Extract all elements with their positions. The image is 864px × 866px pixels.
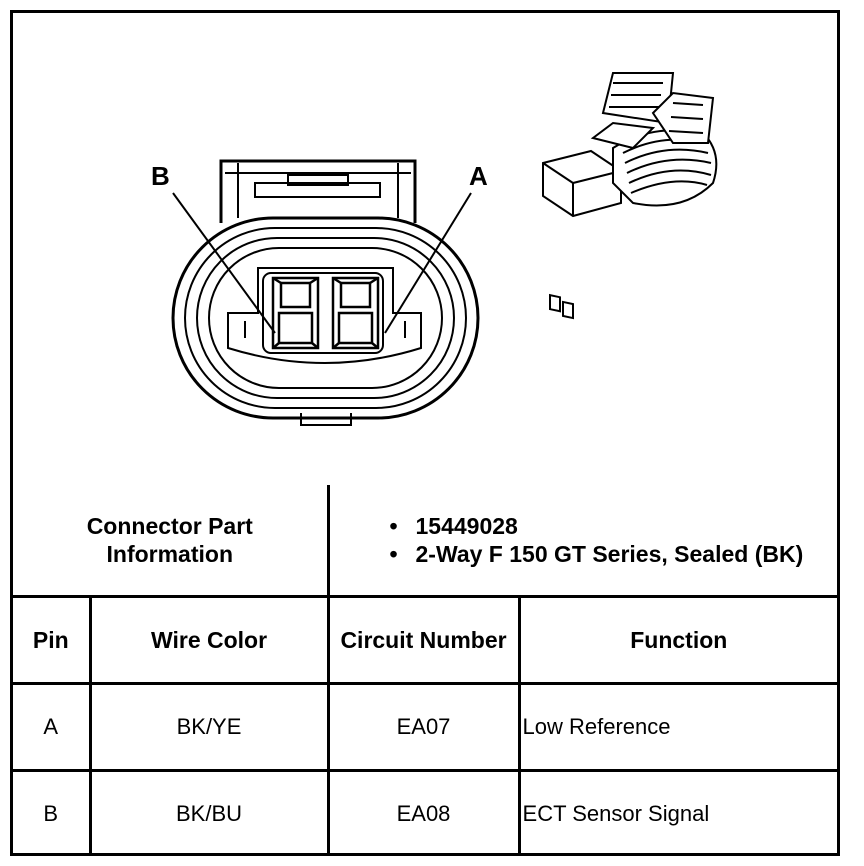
label-line-1: Connector Part bbox=[86, 513, 253, 539]
pin-cavity-b bbox=[271, 276, 320, 350]
table-header-row: Pin Wire Color Circuit Number Function bbox=[13, 595, 838, 685]
connector-part-info-row: Connector Part Information 15449028 2-Wa… bbox=[13, 485, 838, 598]
connector-drawing: B A bbox=[151, 72, 718, 426]
connector-pinout-table: Connector Part Information 15449028 2-Wa… bbox=[13, 485, 838, 856]
wire-color-cell: BK/YE bbox=[88, 682, 330, 772]
connector-sheet: B A Connector Part Information bbox=[10, 10, 840, 856]
connector-face-view bbox=[171, 159, 480, 426]
pin-cavity-a bbox=[331, 276, 380, 350]
wire-color-cell: BK/BU bbox=[88, 769, 330, 856]
connector-description-item: 2-Way F 150 GT Series, Sealed (BK) bbox=[390, 540, 838, 568]
function-cell: Low Reference bbox=[517, 682, 838, 772]
callout-b-label: B bbox=[151, 161, 170, 191]
header-circuit-number: Circuit Number bbox=[326, 595, 521, 685]
callout-b-leader bbox=[172, 192, 276, 334]
callout-a-leader bbox=[384, 192, 472, 334]
connector-part-info-label: Connector Part Information bbox=[13, 485, 330, 598]
circuit-cell: EA08 bbox=[326, 769, 521, 856]
connector-part-info-list: 15449028 2-Way F 150 GT Series, Sealed (… bbox=[326, 485, 838, 598]
header-function: Function bbox=[517, 595, 838, 685]
pin-cell: A bbox=[13, 682, 92, 772]
label-line-2: Information bbox=[106, 541, 234, 567]
circuit-cell: EA07 bbox=[326, 682, 521, 772]
connector-isometric-view bbox=[542, 72, 718, 320]
part-number-item: 15449028 bbox=[390, 512, 838, 540]
header-wire-color: Wire Color bbox=[88, 595, 330, 685]
callout-a-label: A bbox=[469, 161, 488, 191]
pin-cell: B bbox=[13, 769, 92, 856]
table-row: B BK/BU EA08 ECT Sensor Signal bbox=[13, 769, 838, 856]
function-cell: ECT Sensor Signal bbox=[517, 769, 838, 856]
header-pin: Pin bbox=[13, 595, 92, 685]
table-row: A BK/YE EA07 Low Reference bbox=[13, 682, 838, 772]
